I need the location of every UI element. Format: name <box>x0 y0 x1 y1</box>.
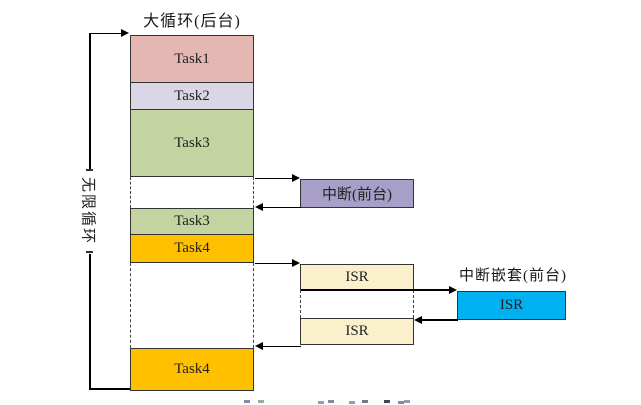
arrow-isr-to-nested-line <box>301 289 450 291</box>
arrow-task4-to-isr-head-icon <box>292 259 300 267</box>
loop-label-top-tick <box>86 169 93 171</box>
arrow-interrupt-return-line <box>262 206 301 208</box>
arrow-isr-to-nested-head-icon <box>449 285 457 294</box>
loop-label-bottom-tick <box>86 251 93 253</box>
arrow-nested-return-line <box>421 319 458 321</box>
nested-isr-box: ISR <box>457 291 566 320</box>
task4-box: Task4 <box>130 234 254 263</box>
loop-top-line <box>89 32 122 34</box>
diagram-title: 大循环(后台) <box>143 13 241 30</box>
infinite-loop-label: 无限循环 <box>79 176 96 246</box>
loop-left-line-upper <box>89 32 91 169</box>
task2-box: Task2 <box>130 82 254 110</box>
isr-box-1: ISR <box>300 264 414 290</box>
arrow-interrupt-return-head-icon <box>255 203 263 211</box>
stack-suspended-gap-1 <box>130 177 254 208</box>
task3-resumed-box: Task3 <box>130 208 254 235</box>
arrow-nested-return-head-icon <box>414 315 422 324</box>
arrow-task3-to-interrupt-line <box>255 177 293 179</box>
arrow-isr-return-head-icon <box>255 342 263 350</box>
arrow-isr-return-line <box>262 345 301 347</box>
isr-suspended-gap <box>300 290 414 318</box>
nested-interrupt-heading: 中断嵌套(前台) <box>459 268 567 284</box>
task4-resumed-box: Task4 <box>130 348 254 391</box>
isr-box-2: ISR <box>300 318 414 345</box>
arrow-task3-to-interrupt-head-icon <box>292 174 300 182</box>
interrupt-foreground-box: 中断(前台) <box>300 179 414 208</box>
loop-left-line-lower <box>89 254 91 389</box>
loop-bottom-line <box>89 388 131 390</box>
arrow-task4-to-isr-line <box>255 262 293 264</box>
task1-box: Task1 <box>130 35 254 83</box>
stack-suspended-gap-2 <box>130 263 254 348</box>
cropped-caption-fragments <box>244 400 250 403</box>
loop-top-arrowhead-icon <box>121 29 129 37</box>
task3-box: Task3 <box>130 109 254 177</box>
